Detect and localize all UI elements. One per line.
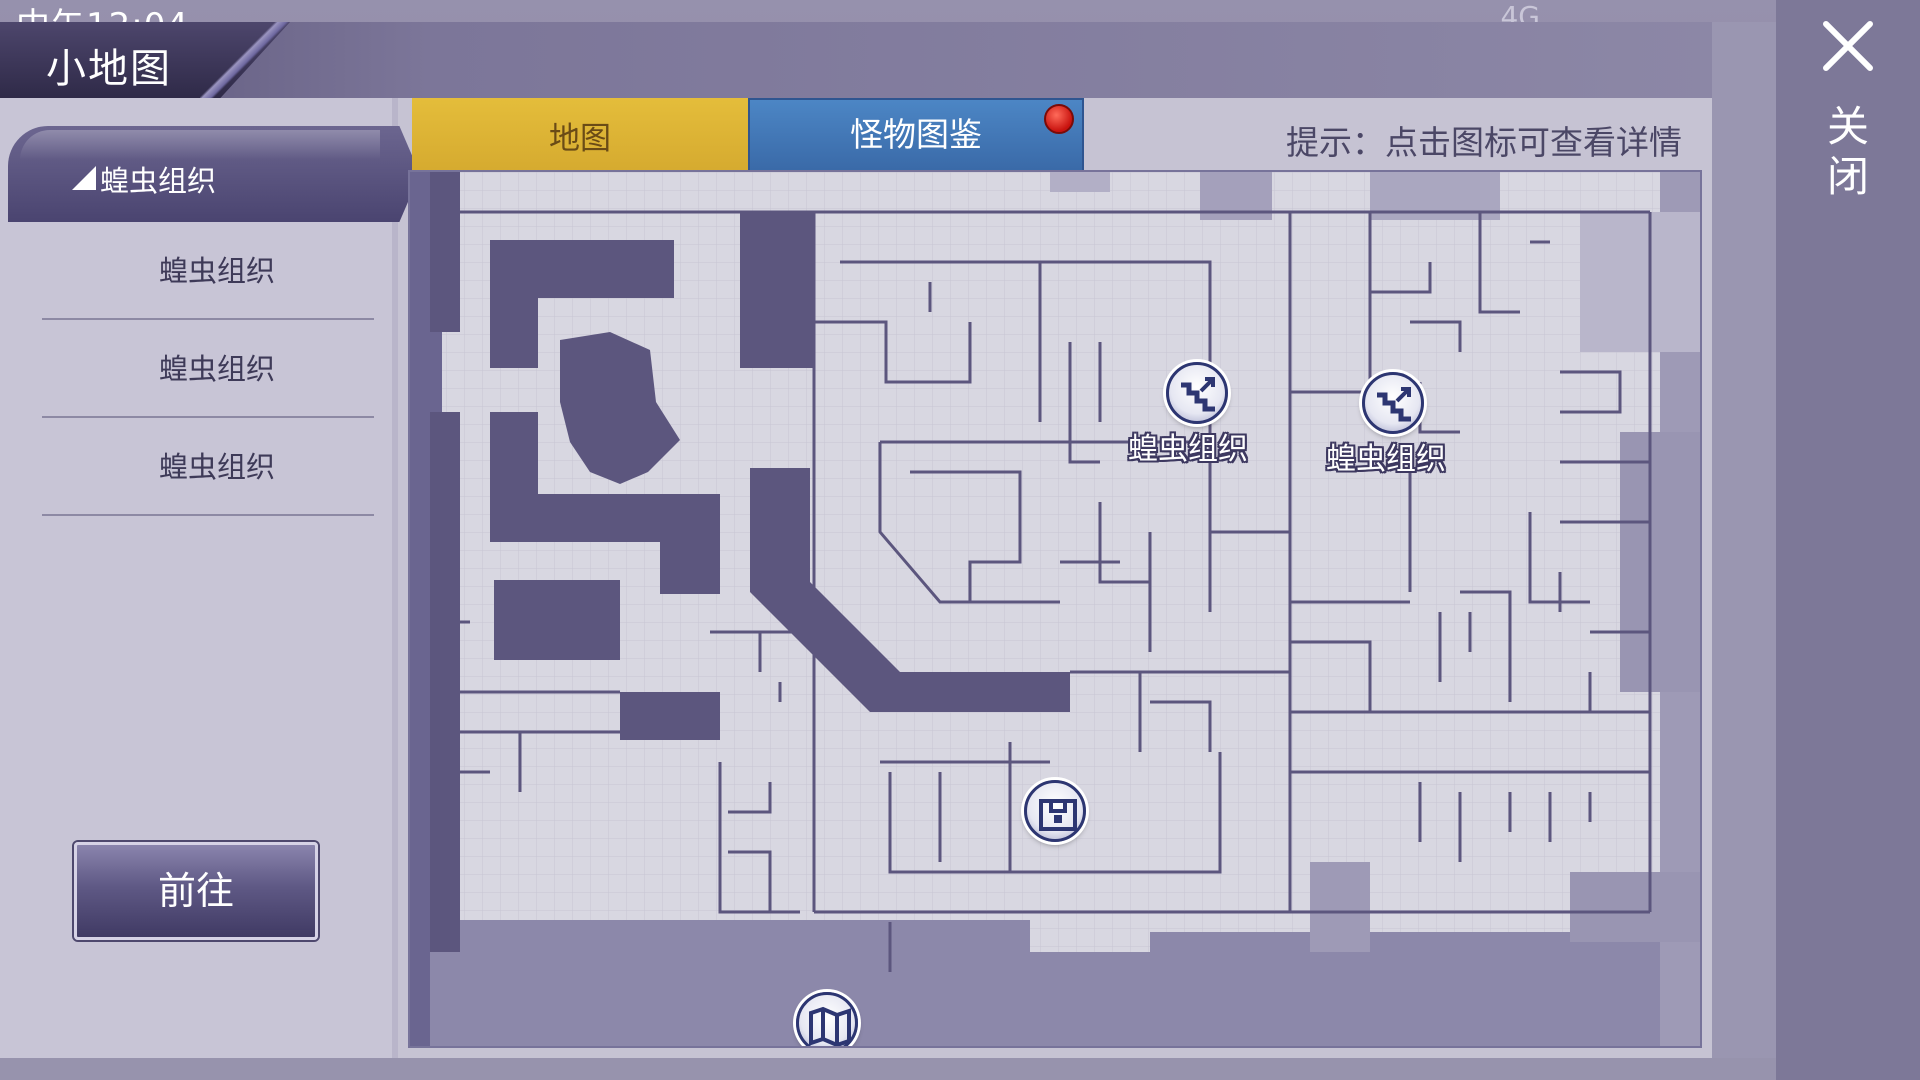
sidebar-header-label: 蝗虫组织 [100,164,217,198]
hint-text: 提示：点击图标可查看详情 [1286,123,1682,162]
bottom-strip [0,1058,1776,1080]
wall-line [1528,512,1590,604]
map-icon[interactable] [796,992,858,1046]
wall-line [718,762,800,914]
map-canvas [410,172,1700,1046]
wall-line [888,752,1222,874]
stairs-icon[interactable] [1362,372,1424,434]
wall-line [728,782,772,814]
fog-top [1050,172,1110,192]
wall-line [728,850,772,912]
close-button[interactable]: 关闭 [1816,14,1880,214]
wall-block [750,468,1070,712]
wall-block [740,212,814,368]
shop-glyph [1039,799,1077,831]
wall-block [620,692,720,740]
title-plate-edge [200,22,290,98]
sidebar-item[interactable]: 蝗虫组织 [42,222,374,320]
wall-line [1410,320,1462,352]
stairs-glyph [1181,377,1215,412]
wall-block [430,172,460,332]
wall-line [1478,212,1520,314]
fog-bottom-3 [1310,862,1370,952]
tab-bestiary[interactable]: 怪物图鉴 [748,98,1084,172]
sidebar-item[interactable]: 蝗虫组织 [42,418,374,516]
close-icon [1823,21,1873,71]
stairs-glyph [1377,387,1411,422]
fog-right-4 [1570,872,1700,942]
fog-bottom [430,920,1030,1046]
stairs-icon[interactable] [1166,362,1228,424]
notification-badge [1044,104,1074,134]
sidebar-header-shine [20,130,380,160]
right-rail-inner [1712,22,1776,1058]
wall-line [1290,640,1372,712]
wall-line [1098,502,1150,584]
marker-label: 蝗虫组织 [1128,432,1248,467]
wall-block [490,240,538,368]
marker-label: 蝗虫组织 [1326,442,1446,477]
wall-block [660,494,720,594]
sidebar-item[interactable]: 蝗虫组织 [42,320,374,418]
close-label: 关闭 [1826,102,1869,201]
wall-line [1368,212,1432,294]
wall-line [878,442,1060,604]
wall-blob [560,332,680,484]
triangle-icon [72,166,96,190]
wall-block [494,580,620,660]
fog-bottom-right [1150,932,1700,1046]
fog-right-3 [1620,432,1700,692]
map-glyph [809,1006,851,1046]
fog-right-2 [1580,212,1700,352]
shop-icon[interactable] [1024,780,1086,842]
wall-line [1460,590,1512,702]
wall-line [910,470,1022,602]
wall-line [1560,370,1622,414]
wall-line [840,260,1212,612]
page-title: 小地图 [46,46,172,92]
right-rail [1776,0,1920,1080]
go-button[interactable]: 前往 [74,842,318,940]
wall-line [1068,342,1100,464]
map-view[interactable]: 蝗虫组织 蝗虫组织 [408,170,1702,1048]
wall-line [814,320,972,384]
wall-line [1150,700,1212,752]
wall-block [430,412,460,952]
